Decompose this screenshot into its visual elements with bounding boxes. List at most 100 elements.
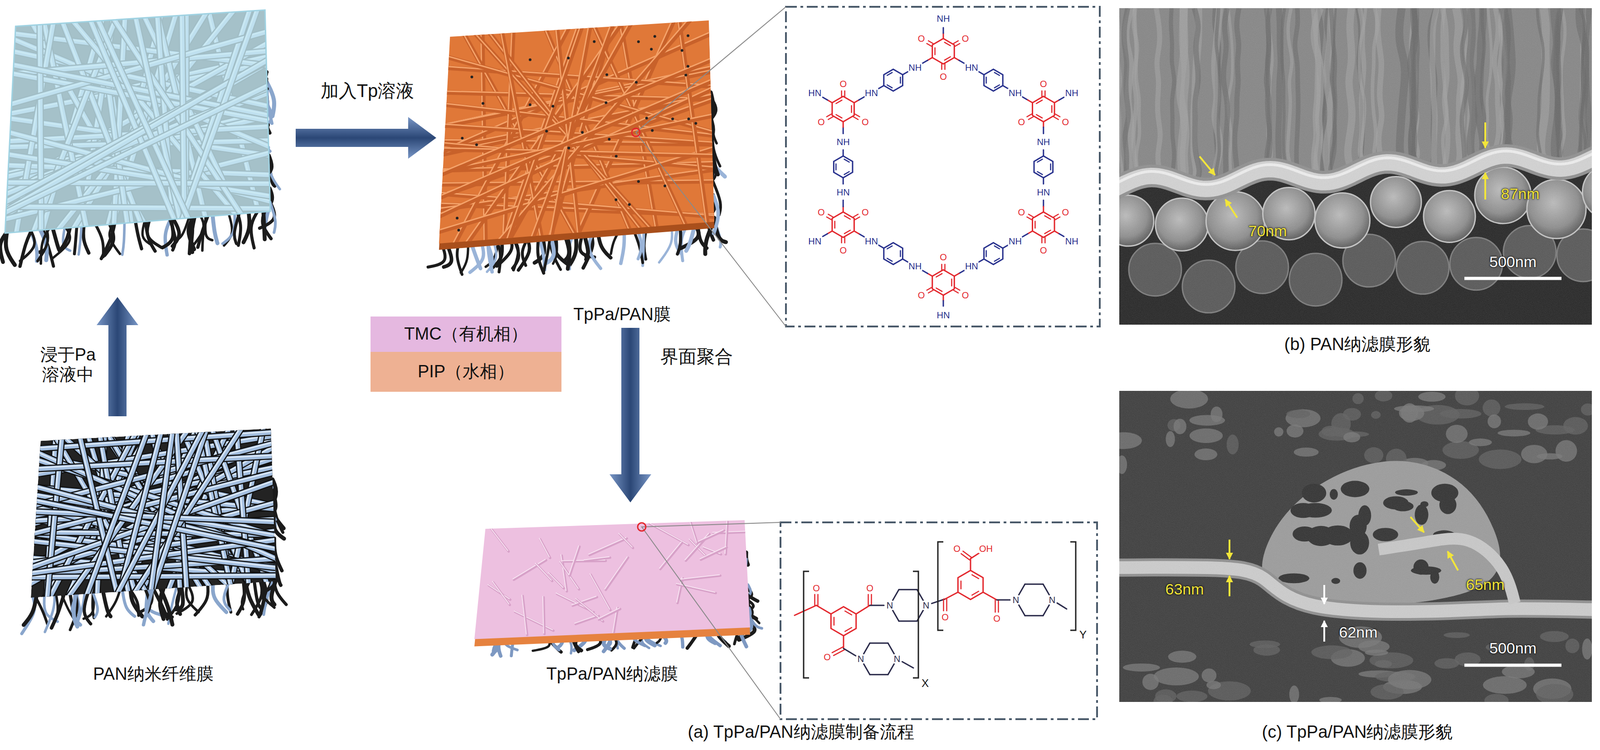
drawing-path xyxy=(899,250,902,257)
drawing-circle xyxy=(470,75,474,79)
process-label: 浸于Pa 溶液中 xyxy=(34,345,103,385)
drawing-circle xyxy=(475,143,479,147)
drawing-path xyxy=(960,580,962,589)
drawing-path xyxy=(932,38,955,64)
drawing-path xyxy=(1044,91,1046,97)
drawing-path xyxy=(680,574,720,580)
atom-label: OH xyxy=(978,544,994,554)
dimension-label: 70nm xyxy=(1248,222,1287,240)
drawing-path xyxy=(867,594,869,606)
drawing-path xyxy=(547,7,594,256)
drawing-path xyxy=(957,570,983,600)
drawing-path xyxy=(235,414,250,599)
drawing-path xyxy=(1044,237,1046,244)
drawing-path xyxy=(238,214,241,246)
drawing-g xyxy=(410,0,742,264)
drawing-circle xyxy=(566,56,570,60)
drawing-path xyxy=(1028,214,1034,217)
drawing-path xyxy=(854,113,860,117)
drawing-path xyxy=(1323,620,1326,642)
membrane-illustration: TpPa/PAN纳滤膜 xyxy=(474,503,751,685)
drawing-circle xyxy=(604,101,608,105)
zoom-marker xyxy=(631,128,640,137)
drawing-circle xyxy=(545,129,548,133)
drawing-path xyxy=(569,546,579,575)
drawing-path xyxy=(856,605,870,615)
drawing-rect xyxy=(1119,8,1592,325)
drawing-path xyxy=(945,592,958,600)
drawing-path xyxy=(960,553,970,561)
drawing-path xyxy=(1055,217,1060,220)
cof-structure xyxy=(822,27,1064,307)
drawing-path xyxy=(51,595,64,628)
drawing-path xyxy=(814,594,816,606)
drawing-path xyxy=(148,418,175,605)
drawing-path xyxy=(165,219,171,255)
node-label: PIP（水相） xyxy=(417,361,515,383)
drawing-path xyxy=(842,200,844,207)
drawing-circle xyxy=(645,116,649,120)
drawing-path xyxy=(1034,156,1054,178)
drawing-path xyxy=(984,69,1004,92)
drawing-path xyxy=(869,673,888,676)
atom-label: HN xyxy=(864,236,879,246)
membrane-drawing xyxy=(5,412,301,635)
drawing-path xyxy=(844,215,851,220)
drawing-path xyxy=(828,214,833,217)
drawing-path xyxy=(1036,114,1043,118)
drawing-path xyxy=(1228,575,1231,597)
atom-label: O xyxy=(865,583,874,593)
drawing-path xyxy=(147,417,174,605)
drawing-circle xyxy=(684,73,688,77)
drawing-path xyxy=(853,117,859,120)
atom-label: HN xyxy=(807,88,822,98)
drawing-path xyxy=(927,57,932,61)
atom-label: NH xyxy=(907,261,922,271)
drawing-path xyxy=(147,221,162,248)
drawing-path xyxy=(985,77,987,83)
scale-label: 500nm xyxy=(1489,639,1537,658)
drawing-path xyxy=(944,42,951,46)
drawing-path xyxy=(1002,245,1009,249)
drawing-path xyxy=(828,117,833,120)
drawing-path xyxy=(1032,96,1055,122)
atom-label: HN xyxy=(864,88,879,98)
drawing-path xyxy=(1024,614,1044,617)
process-arrow xyxy=(96,297,139,417)
drawing-path xyxy=(994,600,996,613)
drawing-path xyxy=(994,72,1000,76)
drawing-path xyxy=(575,598,603,621)
drawing-path xyxy=(453,4,635,264)
drawing-path xyxy=(833,649,845,656)
drawing-path xyxy=(1043,584,1050,595)
dimension-label: 62nm xyxy=(1338,623,1378,642)
drawing-path xyxy=(143,589,153,625)
drawing-path xyxy=(887,245,893,249)
drawing-path xyxy=(830,606,856,636)
drawing-path xyxy=(80,418,151,610)
drawing-path xyxy=(167,587,180,620)
drawing-path xyxy=(575,615,599,625)
drawing-path xyxy=(1022,97,1028,101)
node-label: PAN纳米纤维膜 xyxy=(92,663,214,685)
atom-label: O xyxy=(1039,79,1048,89)
drawing-path xyxy=(997,600,1000,613)
drawing-path xyxy=(35,597,48,625)
drawing-path xyxy=(1058,97,1064,101)
drawing-path xyxy=(5,233,15,266)
zoom-line xyxy=(641,522,781,720)
drawing-path xyxy=(984,242,1004,265)
drawing-path xyxy=(926,287,932,291)
drawing-path xyxy=(898,620,918,622)
drawing-path xyxy=(701,547,727,560)
drawing-path xyxy=(83,226,89,254)
drawing-path xyxy=(681,575,721,581)
atom-label: HN xyxy=(964,261,979,271)
node-label: TpPa/PAN膜 xyxy=(573,304,671,326)
drawing-path xyxy=(985,250,987,257)
drawing-path xyxy=(951,279,953,287)
drawing-circle xyxy=(455,216,459,220)
atom-label: O xyxy=(861,117,870,127)
drawing-path xyxy=(936,273,942,277)
